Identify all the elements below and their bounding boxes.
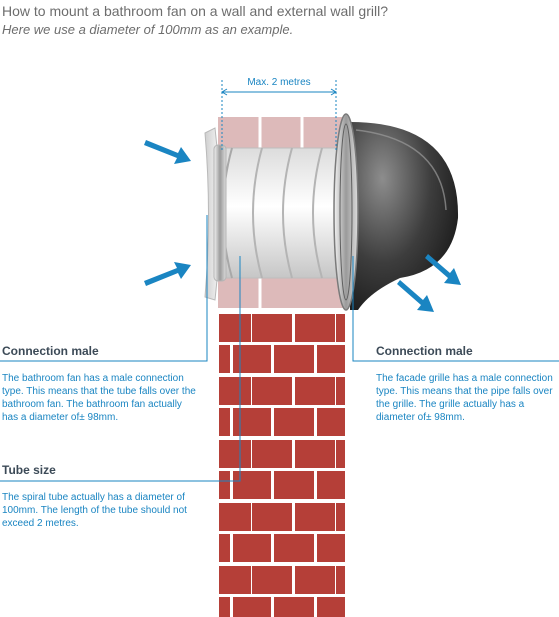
leader-fan (0, 215, 208, 362)
grille-connection-heading: Connection male (376, 344, 473, 358)
bathroom-fan (204, 127, 227, 301)
leader-tube (0, 256, 241, 482)
airflow-in-arrow-top (144, 140, 191, 164)
leader-lines (0, 215, 559, 482)
max-length-label: Max. 2 metres (247, 77, 311, 88)
dimension-line (221, 80, 337, 150)
tube-size-text: The spiral tube actually has a diameter … (2, 492, 187, 529)
airflow-arrows (144, 140, 461, 312)
leader-grille (352, 256, 559, 362)
fan-connection-heading: Connection male (2, 344, 99, 358)
airflow-out-arrow-top (425, 254, 461, 285)
grille-connection-text: The facade grille has a male connection … (376, 373, 553, 423)
page-subtitle: Here we use a diameter of 100mm as an ex… (2, 22, 294, 37)
airflow-out-arrow-bottom (397, 280, 434, 312)
airflow-in-arrow-bottom (144, 262, 191, 286)
tube-size-heading: Tube size (2, 463, 56, 477)
page-title: How to mount a bathroom fan on a wall an… (2, 3, 388, 19)
spiral-tube (219, 147, 349, 279)
fan-connection-text: The bathroom fan has a male connection t… (2, 373, 196, 423)
